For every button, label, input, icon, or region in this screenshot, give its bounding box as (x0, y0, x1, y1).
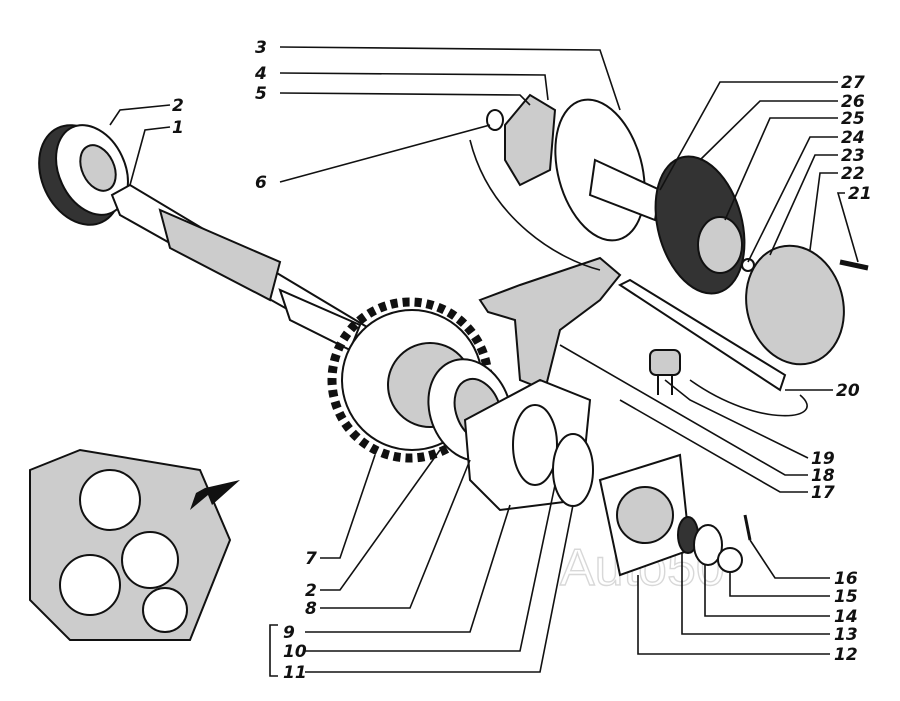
callout-13: 13 (834, 625, 858, 645)
nut-part-15 (717, 547, 743, 573)
callout-21: 21 (848, 184, 872, 204)
bolt-part-21 (839, 259, 869, 271)
callout-22: 22 (841, 164, 865, 184)
seal-part-10 (512, 404, 558, 486)
cup-part-25 (697, 216, 743, 274)
callout-4: 4 (254, 64, 267, 84)
diaphragm-part-26 (654, 155, 746, 295)
callout-25: 25 (841, 109, 865, 129)
callout-7: 7 (305, 549, 317, 569)
bracket-part-4 (504, 93, 557, 187)
leader-lines (109, 46, 859, 677)
callout-16: 16 (834, 569, 858, 589)
bearing-part-2 (38, 124, 129, 226)
callout-24: 24 (841, 128, 865, 148)
cover-part-22 (745, 244, 845, 366)
callout-1: 1 (172, 118, 184, 138)
washer-part-24 (741, 258, 755, 272)
callout-8: 8 (305, 599, 317, 619)
ring-part-6 (486, 109, 504, 131)
callout-27: 27 (841, 73, 865, 93)
rod-part-20 (617, 278, 787, 392)
arrow-icon (190, 480, 240, 510)
callout-2-bottom: 2 (305, 581, 317, 601)
callout-18: 18 (811, 466, 835, 486)
callout-14: 14 (834, 607, 858, 627)
ring-part-11 (552, 433, 594, 507)
callout-15: 15 (834, 587, 858, 607)
callout-26: 26 (841, 92, 865, 112)
callout-5: 5 (255, 84, 267, 104)
spring-part-27 (588, 158, 662, 222)
inset-engine-view (29, 448, 240, 641)
callout-20: 20 (836, 381, 860, 401)
callout-6: 6 (255, 173, 267, 193)
lever-part-17 (478, 256, 622, 392)
callout-23: 23 (841, 146, 865, 166)
callout-11: 11 (283, 663, 307, 683)
callout-17: 17 (811, 483, 835, 503)
callout-12: 12 (834, 645, 858, 665)
callout-19: 19 (811, 449, 835, 469)
shaft-part-1 (110, 183, 374, 352)
callout-2-top: 2 (172, 96, 184, 116)
callout-10: 10 (283, 642, 307, 662)
cotter-pin-part-16 (743, 514, 752, 541)
washer-part-14 (693, 524, 723, 566)
callout-3: 3 (255, 38, 267, 58)
callout-9: 9 (283, 623, 295, 643)
